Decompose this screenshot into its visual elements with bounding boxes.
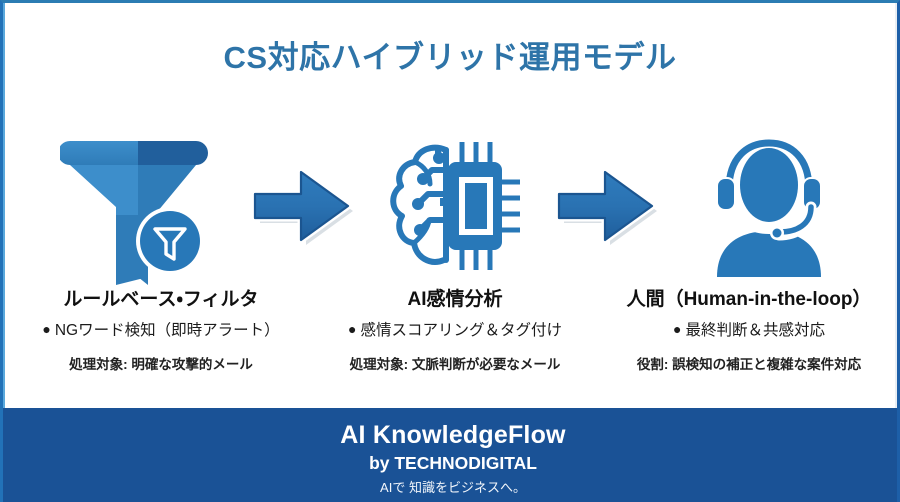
- step-1-icon-cell: [21, 121, 249, 291]
- step-3-heading: 人間（Human-in-the-loop）: [626, 289, 872, 310]
- step-descriptions: ルールベース・フィルタ ●NGワード検知（即時アラート） 処理対象: 明確な攻撃…: [3, 289, 897, 399]
- step-1-heading: ルールベース・フィルタ: [63, 289, 259, 310]
- step-1-bullet-label: NGワード検知（即時アラート）: [54, 321, 280, 339]
- flow-arrow-2: [545, 121, 665, 291]
- step-3-bullet: ●最終判断＆共感対応: [603, 321, 895, 340]
- arrow-right-icon: [246, 162, 356, 250]
- headset-agent-icon: [699, 133, 839, 279]
- ai-brain-chip-icon: [384, 136, 524, 276]
- step-3-icon-cell: [653, 121, 885, 291]
- step-2-bullet: ●感情スコアリング＆タグ付け: [315, 321, 595, 340]
- arrow-right-icon: [550, 162, 660, 250]
- flow-diagram-row: [3, 121, 897, 291]
- bullet-dot-icon: ●: [348, 320, 357, 337]
- page-title: CS対応ハイブリッド運用モデル: [223, 40, 677, 75]
- flow-arrow-1: [241, 121, 361, 291]
- step-2-note: 処理対象: 文脈判断が必要なメール: [349, 357, 561, 373]
- step-2-bullet-label: 感情スコアリング＆タグ付け: [360, 321, 562, 339]
- right-accent-rule: [895, 3, 897, 413]
- footer-tagline: AIで 知識をビジネスへ。: [380, 479, 526, 495]
- step-2-heading: AI感情分析: [407, 289, 503, 310]
- footer-company-name: by TECHNODIGITAL: [369, 452, 537, 473]
- footer-brand-band: AI KnowledgeFlow by TECHNODIGITAL AIで 知識…: [3, 408, 897, 502]
- left-accent-rule: [3, 3, 5, 413]
- step-2-text: AI感情分析 ●感情スコアリング＆タグ付け 処理対象: 文脈判断が必要なメール: [315, 289, 595, 373]
- step-3-bullet-label: 最終判断＆共感対応: [685, 321, 825, 339]
- step-3-text: 人間（Human-in-the-loop） ●最終判断＆共感対応 役割: 誤検知…: [603, 289, 895, 373]
- bullet-dot-icon: ●: [42, 320, 51, 337]
- funnel-filter-icon: [60, 127, 210, 285]
- step-2-icon-cell: [351, 121, 557, 291]
- step-1-text: ルールベース・フィルタ ●NGワード検知（即時アラート） 処理対象: 明確な攻撃…: [11, 289, 311, 373]
- step-1-bullet: ●NGワード検知（即時アラート）: [11, 321, 311, 340]
- step-1-note: 処理対象: 明確な攻撃的メール: [69, 357, 253, 373]
- bullet-dot-icon: ●: [673, 320, 682, 337]
- footer-product-name: AI KnowledgeFlow: [340, 421, 566, 449]
- step-3-note: 役割: 誤検知の補正と複雑な案件対応: [636, 357, 862, 373]
